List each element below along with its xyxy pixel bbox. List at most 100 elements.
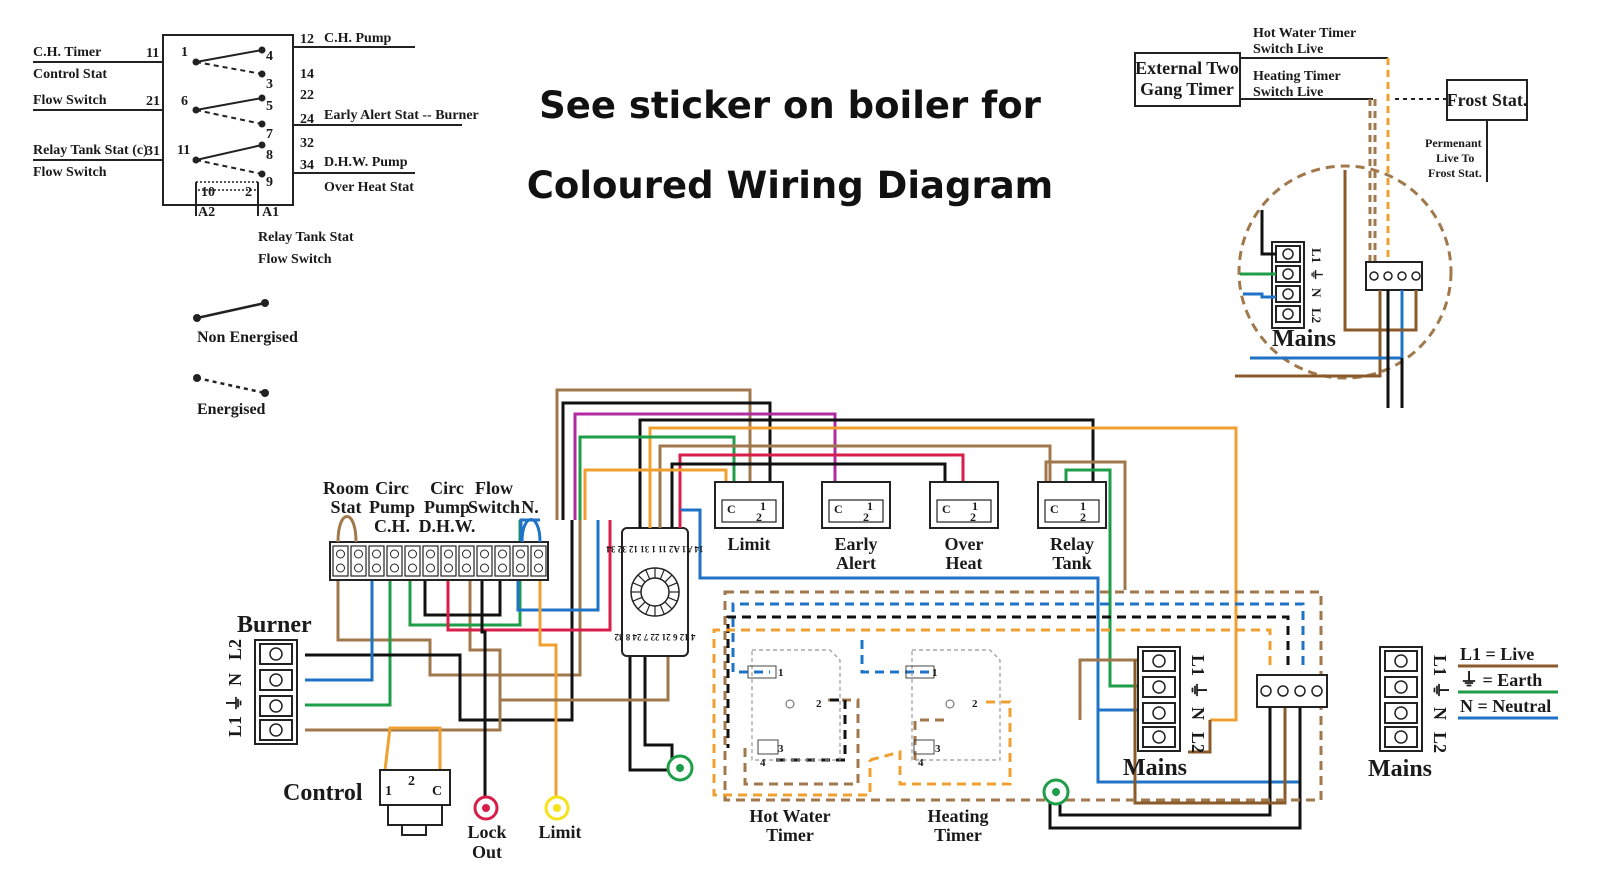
contact-6: 6 [181,94,188,109]
key-term-l1: L1 [1430,655,1450,676]
contact-1: 1 [181,45,188,60]
inset-term-n: N [1309,288,1324,298]
stat-limit-c: C [727,502,736,516]
contact-10: 10 [201,185,215,200]
mains-earth: ⏚ [1188,681,1208,699]
screw-icon [390,563,399,573]
lamp-lockout-1: Lock [467,822,506,842]
earth-point-1 [666,754,694,782]
label-over-heat: Over Heat Stat [324,180,414,195]
control-term-1: 1 [385,784,392,799]
stat-early-2: 2 [863,510,869,524]
heading-line-1: See sticker on boiler for [539,84,1042,127]
screw-icon [480,549,489,559]
timer-hw-label-1: Hot Water [749,806,830,826]
coil-caption-2: Flow Switch [258,252,332,267]
strip-circ-dhw-2: Pump [424,497,470,517]
mains-l1: L1 [1188,655,1208,676]
screw-icon [444,563,453,573]
relay-ray [637,601,646,610]
stat-early-1: 1 [867,499,873,513]
contact-3: 3 [266,77,273,92]
relay-ray [659,604,665,615]
relay-schematic: C.H. Timer Control Stat Flow Switch Rela… [33,31,479,267]
burner-earth: ⏚ [225,694,245,712]
screw-icon [372,563,381,573]
timer-hot-water: 1 2 3 4 Hot Water Timer [747,649,841,845]
timer-hw-t1: 1 [778,667,784,679]
label-a2: A2 [198,205,215,220]
lamp-limit-label: Limit [539,822,582,842]
term-11: 11 [146,46,159,61]
timer-ht-t4: 4 [918,757,924,769]
screw-icon [516,549,525,559]
lamp-limit: Limit [539,795,582,842]
stat-early-label-2: Alert [836,553,876,573]
screw-icon [480,563,489,573]
perm-live-1: Permenant [1425,136,1482,150]
perm-live-3: Frost Stat. [1428,166,1482,180]
control-term-2: 2 [408,774,415,789]
contact-8: 8 [266,148,273,163]
contact-11: 11 [177,143,190,158]
relay-top-pins: 14 A1 A2 11 1 31 12 32 34 [606,544,704,554]
strip-circ-ch-1: Circ [375,478,409,498]
screw-icon [336,549,345,559]
contact-2: 2 [245,185,252,200]
stat-overheat-c: C [942,502,951,516]
stat-overheat-label-1: Over [945,534,984,554]
stat-limit-1: 1 [760,499,766,513]
stat-overheat-1: 1 [972,499,978,513]
stat-relay-tank: C 1 2 Relay Tank [1037,481,1107,573]
non-energised-label: Non Energised [197,329,298,346]
heat-live-label-2: Switch Live [1253,85,1323,100]
label-ch-pump: C.H. Pump [324,31,392,46]
label-flow-switch-2: Flow Switch [33,165,107,180]
term-31: 31 [146,144,160,159]
stat-tank-label-2: Tank [1052,553,1091,573]
inset-term-earth: ⏚ [1309,268,1324,281]
heading-line-2: Coloured Wiring Diagram [527,164,1053,207]
inset-mains-label: Mains [1272,326,1336,352]
label-relay-tank-stat: Relay Tank Stat (c) [33,143,148,158]
label-ch-timer: C.H. Timer [33,45,101,60]
strip-room-stat-1: Room [323,478,369,498]
contact-4: 4 [266,49,273,64]
inset-term-l2: L2 [1309,308,1324,323]
ext-timer-label-2: Gang Timer [1140,79,1234,99]
label-early-alert: Early Alert Stat -- Burner [324,108,479,123]
strip-room-stat-2: Stat [331,497,362,517]
stat-tank-label-1: Relay [1050,534,1094,554]
control-block: Control 1 2 C [283,769,451,836]
screw-icon [498,549,507,559]
screw-icon [336,563,345,573]
stat-limit: C 1 2 Limit [714,481,784,554]
screw-icon [390,549,399,559]
key-mains-title: Mains [1368,756,1432,782]
num-24: 24 [300,112,314,127]
label-control-stat: Control Stat [33,67,107,82]
stat-early-c: C [834,502,843,516]
timer-ht-label-1: Heating [928,806,989,826]
energised-label: Energised [197,401,266,418]
timer-hw-label-2: Timer [766,825,814,845]
num-14: 14 [300,67,314,82]
heat-live-label-1: Heating Timer [1253,69,1341,84]
num-12: 12 [300,32,314,47]
relay-ray [632,596,643,602]
stat-over-heat: C 1 2 Over Heat [929,481,999,573]
hw-live-label-2: Switch Live [1253,42,1323,57]
stat-tank-2: 2 [1080,510,1086,524]
timer-ht-t1: 1 [932,667,938,679]
strip-circ-dhw-3: D.H.W. [419,516,476,536]
stat-early-alert: C 1 2 Early Alert [821,481,891,573]
relay-ray [667,596,678,602]
main-wiring [305,388,1323,830]
relay-bottom-pins: 4 12 6 21 22 7 24 8 32 [614,632,696,642]
burner-l2: L2 [225,639,245,660]
strip-n-label: N. [521,497,539,517]
strip-flow-2: Switch [468,497,520,517]
relay-ray [659,569,665,580]
key-neutral: N = Neutral [1460,696,1551,716]
inset-term-l1: L1 [1309,248,1324,263]
